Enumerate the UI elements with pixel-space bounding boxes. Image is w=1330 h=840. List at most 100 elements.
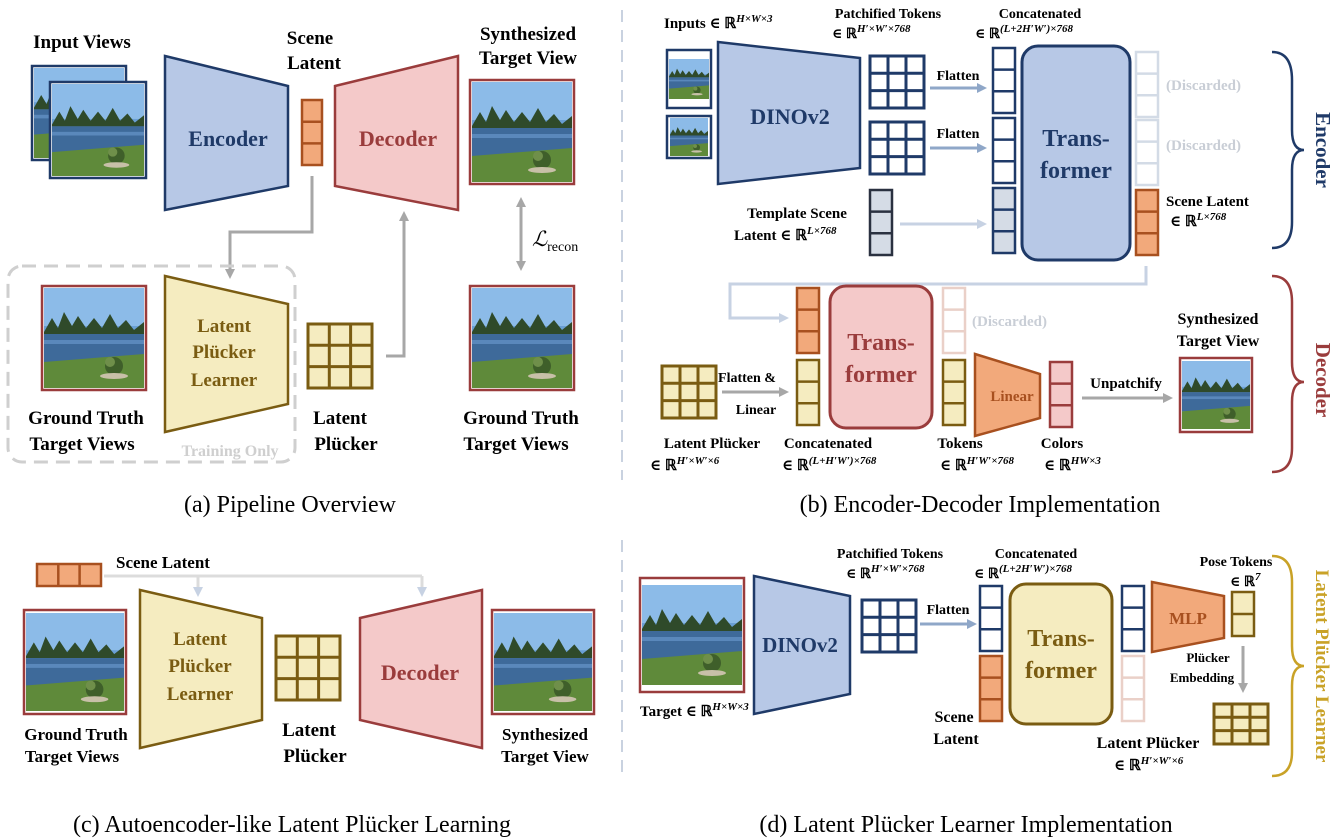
concat-token-column: [991, 46, 1017, 255]
c-decoder-label: Decoder: [381, 660, 459, 685]
gt-right-label-2: Target Views: [463, 434, 568, 455]
d-embed-label-1: Plücker: [1186, 650, 1230, 665]
dec-transformer-label-2: former: [845, 362, 917, 388]
b-concat2-label-2: ∈ ℝ(L+H′W′)×768: [782, 455, 877, 474]
gt-left-label-1: Ground Truth: [28, 408, 144, 429]
dec-discarded-tokens: [941, 286, 967, 355]
b-synth-label-2: Target View: [1177, 333, 1260, 350]
linear-label: Linear: [990, 389, 1034, 405]
caption-b: (b) Encoder-Decoder Implementation: [800, 492, 1161, 518]
caption-a: (a) Pipeline Overview: [184, 492, 397, 518]
panel-d: Target ∈ ℝH×W×3 DINOv2 Patchified Tokens…: [638, 547, 1330, 838]
scene-latent-label-1: Scene: [287, 28, 333, 49]
d-out-tokens: [1120, 584, 1146, 653]
patch-token-grid-1: [868, 54, 926, 110]
d-concat-tokens: [978, 584, 1004, 653]
discarded-tokens: [1134, 50, 1160, 187]
flatten-linear-label-2: Linear: [736, 403, 776, 418]
d-scene-latent-tokens: [978, 654, 1004, 723]
b-concat2-label-1: Concatenated: [784, 436, 873, 452]
scene-latent-output: [1134, 188, 1160, 257]
c-gt-label-1: Ground Truth: [24, 725, 128, 744]
panel-a: Input Views Encoder Scene Latent Decoder…: [6, 24, 579, 518]
template-label-1: Template Scene: [747, 206, 847, 222]
b-lp-label-1: Latent Plücker: [664, 436, 761, 452]
c-decoder-block: [358, 588, 484, 750]
d-patch-label-1: Patchified Tokens: [837, 547, 944, 562]
decoder-block: [333, 54, 460, 212]
d-lp-label-1: Latent Plücker: [1097, 735, 1200, 752]
gt-right-label-1: Ground Truth: [463, 408, 579, 429]
input-views-label: Input Views: [33, 32, 131, 53]
d-mlp-label: MLP: [1169, 609, 1207, 628]
d-concat-label-1: Concatenated: [995, 547, 1078, 562]
gt-left-label-2: Target Views: [29, 434, 134, 455]
d-transformer-label-1: Trans-: [1027, 626, 1095, 652]
d-latent-plucker-grid: [1212, 702, 1270, 746]
encoder-block: [163, 54, 290, 212]
synth-label-2: Target View: [479, 48, 577, 69]
learner-side-label: Latent Plücker Learner: [1311, 570, 1330, 763]
arrow-enc-to-dec: [728, 266, 1148, 323]
c-synth-label-1: Synthesized: [502, 725, 589, 744]
patch-token-grid-2: [868, 120, 926, 176]
d-transformer-block: [1008, 582, 1114, 726]
b-scene-latent-label-2: ∈ ℝL×768: [1170, 211, 1227, 230]
latent-plucker-label-2: Plücker: [314, 434, 378, 455]
d-embed-label-2: Embedding: [1170, 670, 1235, 685]
d-transformer-label-2: former: [1025, 658, 1097, 684]
d-dinov2-block: [752, 574, 852, 716]
caption-c: (c) Autoencoder-like Latent Plücker Lear…: [73, 812, 511, 838]
b-colors-label-1: Colors: [1041, 436, 1084, 452]
c-learner-label-3: Learner: [167, 684, 234, 705]
c-learner-block: [138, 588, 264, 750]
d-concat-label-2: ∈ ℝ(L+2H′W′)×768: [974, 563, 1073, 582]
d-pose-label-2: ∈ ℝ7: [1230, 571, 1261, 590]
scene-latent-tokens: [300, 98, 324, 167]
arrow-plucker-to-decoder: [386, 211, 409, 358]
b-synth-label-1: Synthesized: [1178, 311, 1259, 328]
learner-label-3: Learner: [191, 370, 258, 391]
enc-transformer-label-1: Trans-: [1042, 126, 1110, 152]
patch-label-1: Patchified Tokens: [835, 7, 942, 22]
discarded-label-1: (Discarded): [1166, 78, 1241, 94]
linear-block: [973, 352, 1042, 438]
concat-label-1: Concatenated: [999, 7, 1082, 22]
patch-label-2: ∈ ℝH′×W′×768: [832, 23, 911, 42]
c-learner-label-1: Latent: [173, 629, 228, 650]
arrow-latent-to-learner: [225, 176, 314, 279]
panel-b: Inputs ∈ ℝH×W×3 DINOv2 Patchified Tokens…: [650, 7, 1330, 518]
c-latent-plucker-grid: [274, 634, 342, 702]
c-scene-latent-label: Scene Latent: [116, 553, 210, 572]
d-discarded-tokens: [1120, 654, 1146, 723]
dinov2-block: [716, 40, 862, 186]
inputs-label: Inputs ∈ ℝH×W×3: [664, 13, 773, 32]
dec-scene-latent: [795, 286, 821, 355]
learner-label-2: Plücker: [192, 342, 256, 363]
training-only-label: Training Only: [181, 443, 278, 460]
caption-d: (d) Latent Plücker Learner Implementatio…: [759, 812, 1172, 838]
d-pose-tokens: [1230, 590, 1256, 638]
encoder-transformer-block: [1020, 44, 1132, 262]
dec-discarded-label: (Discarded): [972, 314, 1047, 330]
encoder-brace: [1271, 50, 1305, 250]
unpatchify-label: Unpatchify: [1090, 376, 1162, 392]
d-pose-label-1: Pose Tokens: [1200, 555, 1273, 570]
dec-output-tokens: [941, 358, 967, 427]
d-target-label: Target ∈ ℝH×W×3: [640, 701, 749, 720]
flatten-linear-label-1: Flatten &: [718, 371, 776, 386]
dinov2-label: DINOv2: [750, 104, 829, 129]
d-patch-grid: [860, 598, 918, 654]
b-scene-latent-label-1: Scene Latent: [1166, 194, 1249, 210]
d-patch-label-2: ∈ ℝH′×W′×768: [846, 563, 925, 582]
d-mlp-block: [1150, 580, 1226, 654]
template-latent-tokens: [868, 188, 894, 257]
d-flatten-label: Flatten: [927, 603, 970, 618]
color-tokens: [1048, 360, 1074, 429]
encoder-side-label: Encoder: [1311, 112, 1330, 188]
decoder-transformer-block: [828, 284, 934, 430]
decoder-brace: [1271, 274, 1305, 474]
latent-plucker-grid: [306, 322, 374, 390]
c-synth-label-2: Target View: [501, 747, 589, 766]
